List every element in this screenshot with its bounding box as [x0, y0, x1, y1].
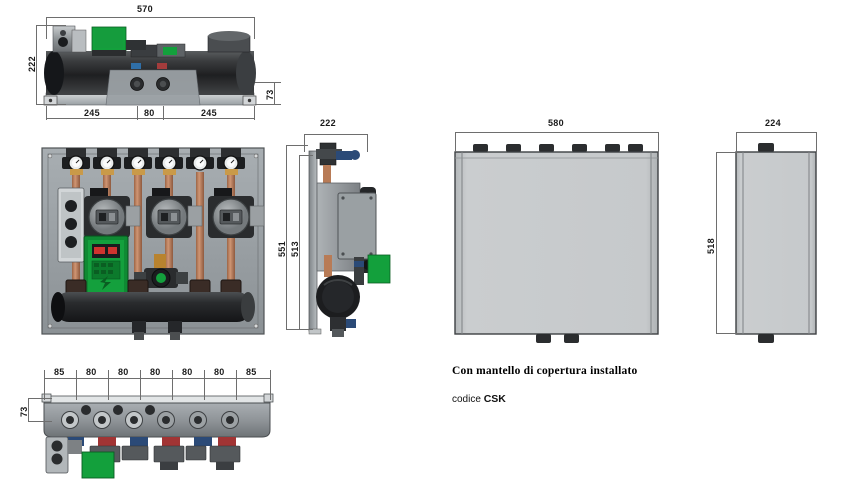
dim-ext-222-bot: [36, 104, 66, 105]
dim-tick-3: [140, 370, 141, 400]
dim-ext-245a: [46, 106, 47, 120]
code-prefix-label: codice: [452, 394, 481, 405]
code-value: CSK: [483, 393, 506, 405]
front-view-graphic: [41, 147, 265, 340]
dim-ext-245b: [254, 106, 255, 120]
dim-chain-line: [44, 378, 270, 379]
dim-ext-580-r: [658, 132, 659, 152]
dim-ext-570-right: [254, 17, 255, 39]
top-view: 570 222 73: [0, 0, 300, 130]
dim-ext-513-b: [299, 329, 313, 330]
cover-side-graphic: [735, 143, 817, 343]
dim-line-551: [286, 145, 287, 330]
dim-line-224: [736, 132, 816, 133]
dim-tick-0: [44, 370, 45, 400]
dim-ext-224-l: [736, 132, 737, 152]
dim-label-245-right: 245: [201, 108, 217, 118]
dim-ext-224-r: [816, 132, 817, 152]
dim-line-222-side: [304, 134, 367, 135]
dim-label-518: 518: [706, 238, 716, 254]
dim-label-580: 580: [548, 118, 564, 128]
dim-ext-222s-r: [367, 134, 368, 152]
dim-tick-7: [270, 370, 271, 400]
dim-label-245-left: 245: [84, 108, 100, 118]
dim-ext-222s-l: [304, 134, 305, 152]
top-view-bottom-dims: 245 80 245: [0, 104, 300, 130]
dim-tick-6: [236, 370, 237, 400]
controller-unit: [83, 235, 129, 303]
dim-label-570: 570: [137, 4, 153, 14]
dim-ext-551-b: [286, 329, 308, 330]
dim-ext-513-t: [299, 155, 313, 156]
dim-label-222-side: 222: [320, 118, 336, 128]
dim-label-b6: 85: [246, 367, 257, 377]
dim-ext-73b-t: [28, 398, 52, 399]
dim-tick-5: [204, 370, 205, 400]
top-view-graphic: [43, 25, 257, 106]
dim-tick-2: [108, 370, 109, 400]
dim-label-b3: 80: [150, 367, 161, 377]
dim-line-518: [716, 152, 717, 334]
dim-line-222: [36, 25, 37, 105]
dim-label-b1: 80: [86, 367, 97, 377]
dim-ext-222-top: [36, 25, 66, 26]
bottom-view: 85 80 80 80 80 80 85 73: [18, 358, 288, 485]
dim-ext-518-b: [716, 333, 740, 334]
dim-ext-80a: [137, 106, 138, 120]
dim-ext-570-left: [46, 17, 47, 39]
dim-line-73: [274, 82, 275, 105]
dim-label-b4: 80: [182, 367, 193, 377]
bottom-view-graphic: [41, 393, 274, 479]
cover-caption-title: Con mantello di copertura installato: [452, 365, 638, 377]
dim-line-245-80-245: [46, 118, 254, 119]
dim-tick-4: [172, 370, 173, 400]
dim-ext-580-l: [455, 132, 456, 152]
dim-line-73b: [28, 398, 29, 422]
dim-ext-551-t: [286, 145, 308, 146]
dim-ext-518-t: [716, 152, 740, 153]
dim-ext-73-bot: [255, 104, 281, 105]
dim-line-570: [46, 17, 254, 18]
side-view-graphic: [308, 142, 391, 337]
dim-label-224: 224: [765, 118, 781, 128]
dim-label-b5: 80: [214, 367, 225, 377]
dim-label-80-center: 80: [144, 108, 155, 118]
cover-caption-code: codice CSK: [452, 393, 506, 405]
cover-front-view: 580: [440, 112, 680, 352]
front-view: [36, 140, 276, 350]
cover-side-view: 224 518: [690, 112, 842, 352]
dim-line-580: [455, 132, 658, 133]
dim-ext-73b-b: [28, 421, 52, 422]
side-view: 222 551 513: [276, 115, 436, 350]
dim-ext-80b: [163, 106, 164, 120]
dim-line-513: [299, 155, 300, 330]
cover-front-graphic: [454, 144, 659, 343]
dim-label-b0: 85: [54, 367, 65, 377]
dim-label-b2: 80: [118, 367, 129, 377]
dim-tick-1: [76, 370, 77, 400]
dim-ext-73-top: [255, 82, 281, 83]
